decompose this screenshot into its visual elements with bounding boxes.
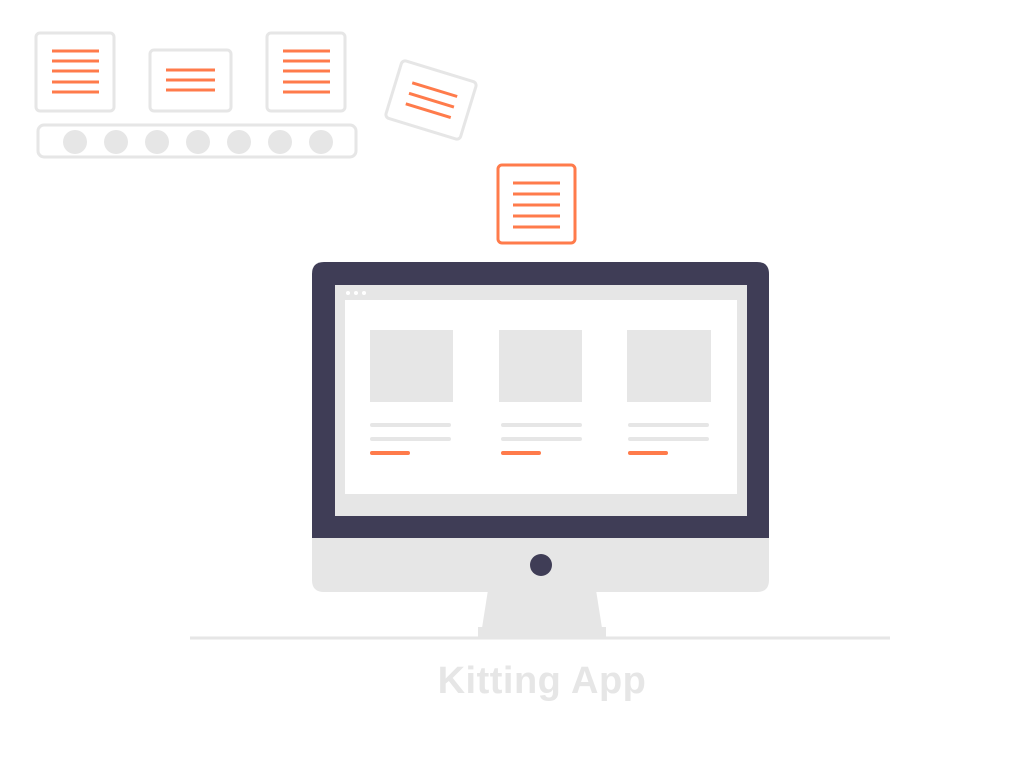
conveyor-belt-icon <box>36 123 358 159</box>
desktop-monitor-icon <box>312 262 769 638</box>
document-icon <box>34 31 116 113</box>
app-title: Kitting App <box>437 660 647 702</box>
document-icon <box>265 31 347 113</box>
product-card <box>499 330 582 455</box>
document-icon <box>384 59 478 141</box>
document-icon <box>148 48 233 113</box>
document-icon <box>496 163 577 245</box>
product-card <box>370 330 453 455</box>
product-card <box>627 330 711 455</box>
